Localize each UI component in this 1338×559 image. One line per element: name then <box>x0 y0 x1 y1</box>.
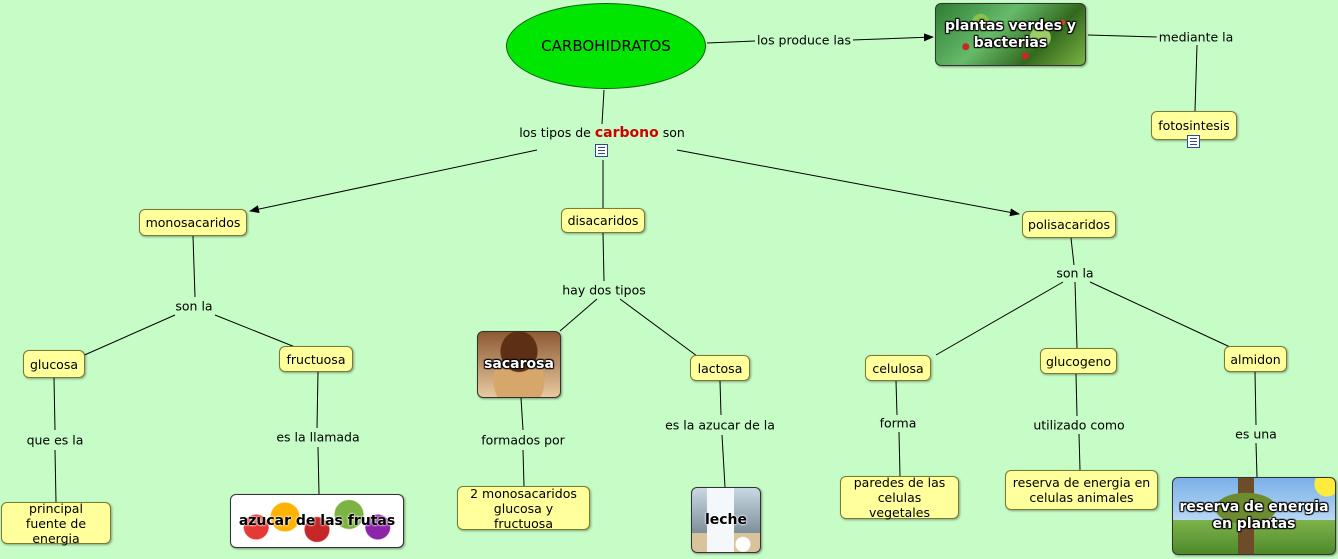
node-disacaridos[interactable]: disacaridos <box>561 208 645 233</box>
node-monosacaridos[interactable]: monosacaridos <box>139 209 247 236</box>
link-label-utilizado-como: utilizado como <box>1031 417 1127 433</box>
node-paredes-celulares[interactable]: paredes de las celulas vegetales <box>840 475 959 520</box>
leche-label: leche <box>704 511 748 528</box>
node-sacarosa[interactable]: sacarosa <box>477 331 561 398</box>
plantas-label: plantas verdes y bacterias <box>945 17 1076 51</box>
node-fructuosa[interactable]: fructuosa <box>279 346 353 372</box>
link-label-mediante: mediante la <box>1156 29 1236 45</box>
link-label-son-la: son la <box>1054 265 1096 281</box>
root-concept-carbohidratos[interactable]: CARBOHIDRATOS <box>506 3 706 89</box>
sacarosa-label: sacarosa <box>484 356 554 372</box>
link-label-azucar-de-la: es la azucar de la <box>663 417 777 433</box>
reserva-plantas-label: reserva de energia en plantas <box>1179 499 1329 532</box>
node-polisacaridos[interactable]: polisacaridos <box>1022 211 1116 238</box>
node-dos-monosacaridos[interactable]: 2 monosacaridos glucosa y fructuosa <box>457 486 590 531</box>
document-icon[interactable] <box>595 144 608 157</box>
node-reserva-plantas[interactable]: reserva de energia en plantas <box>1172 477 1336 555</box>
link-label-produce: los produce las <box>754 32 854 48</box>
document-icon[interactable] <box>1187 135 1200 148</box>
link-label-hay-dos-tipos: hay dos tipos <box>560 282 648 298</box>
node-leche[interactable]: leche <box>691 487 761 553</box>
link-label-es-la-llamada: es la llamada <box>274 429 362 445</box>
node-celulosa[interactable]: celulosa <box>865 355 931 381</box>
node-almidon[interactable]: almidon <box>1224 346 1287 372</box>
azucar-frutas-label: azucar de las frutas <box>238 512 396 529</box>
node-glucosa[interactable]: glucosa <box>23 350 85 378</box>
node-azucar-frutas[interactable]: azucar de las frutas <box>230 494 404 548</box>
node-plantas-verdes[interactable]: plantas verdes y bacterias <box>935 3 1086 66</box>
node-lactosa[interactable]: lactosa <box>690 355 750 381</box>
link-label-forma: forma <box>877 415 919 431</box>
link-label-que-es-la: que es la <box>24 432 86 448</box>
link-label-son-la: son la <box>173 298 215 314</box>
fruit-image <box>237 497 397 547</box>
node-reserva-animales[interactable]: reserva de energia en celulas animales <box>1005 470 1158 510</box>
link-label-es-una: es una <box>1233 426 1279 442</box>
node-glucogeno[interactable]: glucogeno <box>1040 348 1117 374</box>
link-label-formados-por: formados por <box>479 432 567 448</box>
link-label-tipos-carbono: los tipos de carbono son <box>517 125 687 141</box>
keyword-carbono: carbono <box>594 125 659 141</box>
node-principal-fuente[interactable]: principal fuente de energia <box>1 501 111 546</box>
